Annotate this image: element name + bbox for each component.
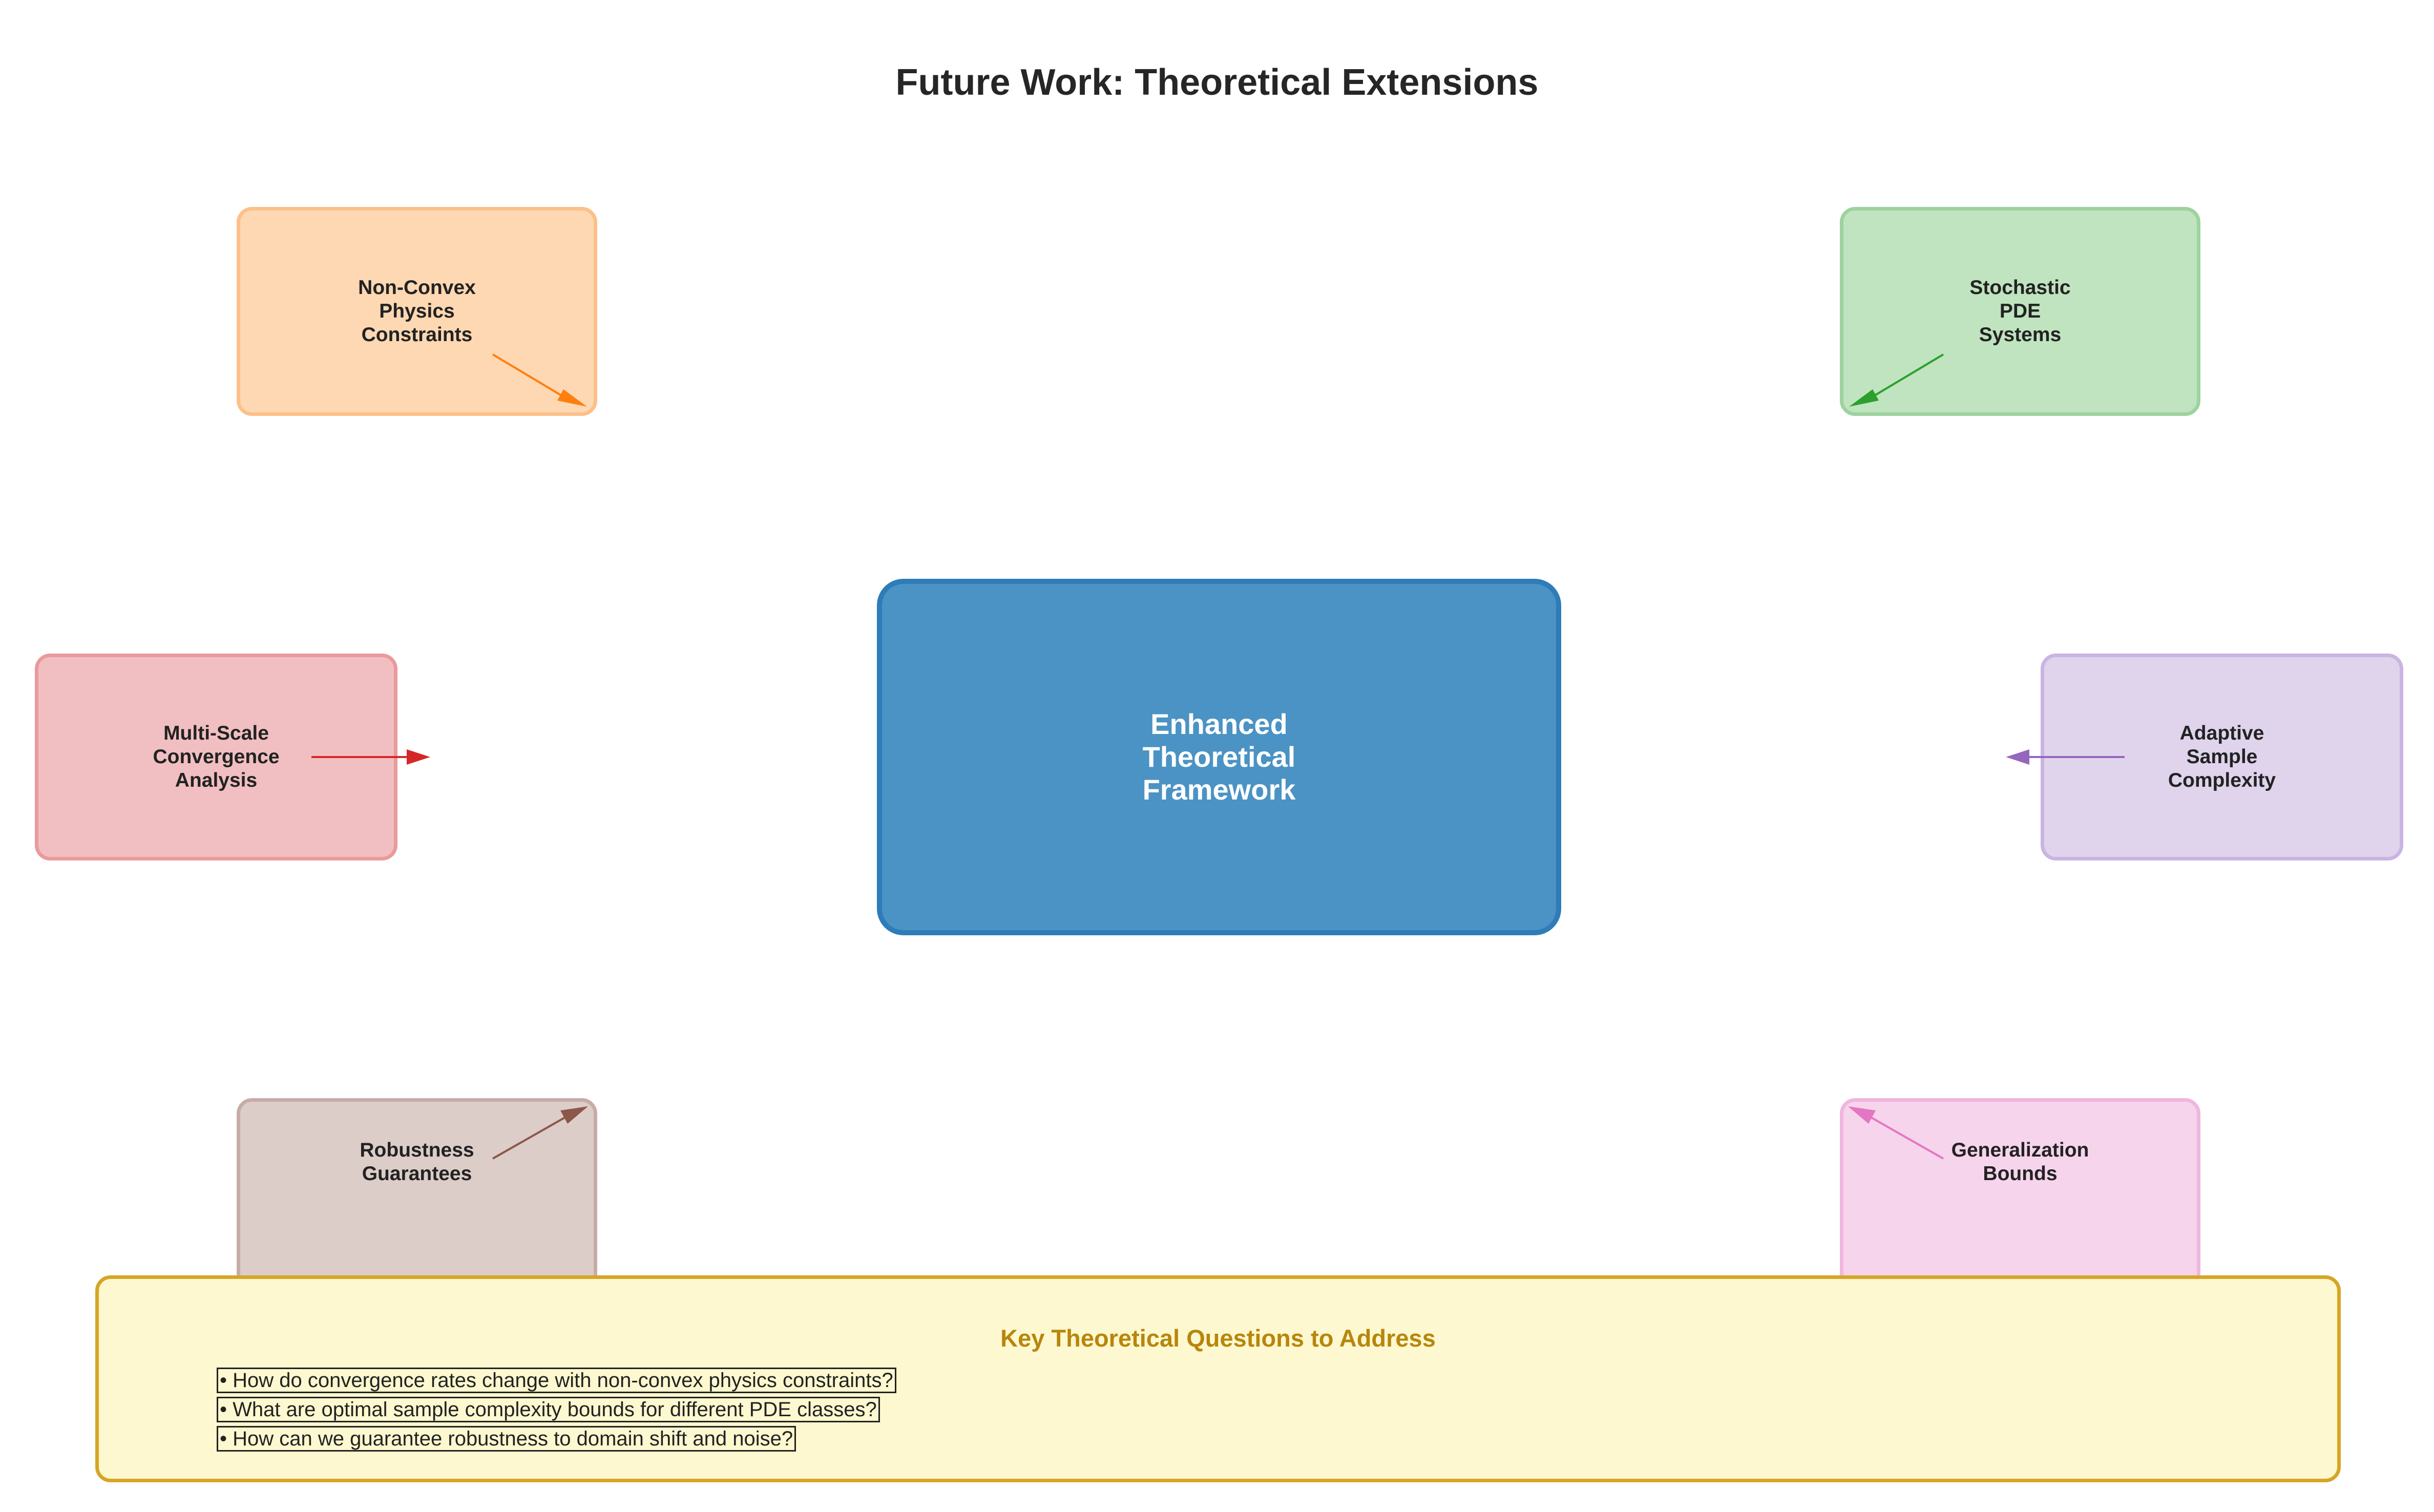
node-stochastic-pde-systems: Stochastic PDE Systems: [1840, 207, 2200, 416]
list-item: • What are optimal sample complexity bou…: [217, 1397, 896, 1422]
node-multi-scale-convergence-analysis: Multi-Scale Convergence Analysis: [35, 654, 397, 860]
node-non-convex-physics-constraints: Non-Convex Physics Constraints: [237, 207, 597, 416]
key-questions-panel: Key Theoretical Questions to Address • H…: [95, 1275, 2341, 1482]
node-label: Multi-Scale Convergence Analysis: [153, 722, 280, 791]
node-label: Non-Convex Physics Constraints: [358, 277, 476, 346]
key-questions-title: Key Theoretical Questions to Address: [1000, 1325, 1436, 1352]
node-label: Robustness Guarantees: [360, 1139, 474, 1185]
key-questions-list: • How do convergence rates change with n…: [217, 1368, 896, 1457]
question-text: • How do convergence rates change with n…: [217, 1368, 896, 1393]
question-text: • What are optimal sample complexity bou…: [217, 1397, 880, 1422]
list-item: • How do convergence rates change with n…: [217, 1368, 896, 1393]
question-text: • How can we guarantee robustness to dom…: [217, 1426, 796, 1452]
node-label: Stochastic PDE Systems: [1969, 277, 2071, 346]
node-label: Generalization Bounds: [1951, 1139, 2089, 1185]
diagram-title: Future Work: Theoretical Extensions: [895, 62, 1539, 103]
node-adaptive-sample-complexity: Adaptive Sample Complexity: [2041, 654, 2403, 860]
node-label: Adaptive Sample Complexity: [2168, 722, 2276, 791]
list-item: • How can we guarantee robustness to dom…: [217, 1426, 896, 1452]
central-node: Enhanced Theoretical Framework: [877, 579, 1561, 935]
